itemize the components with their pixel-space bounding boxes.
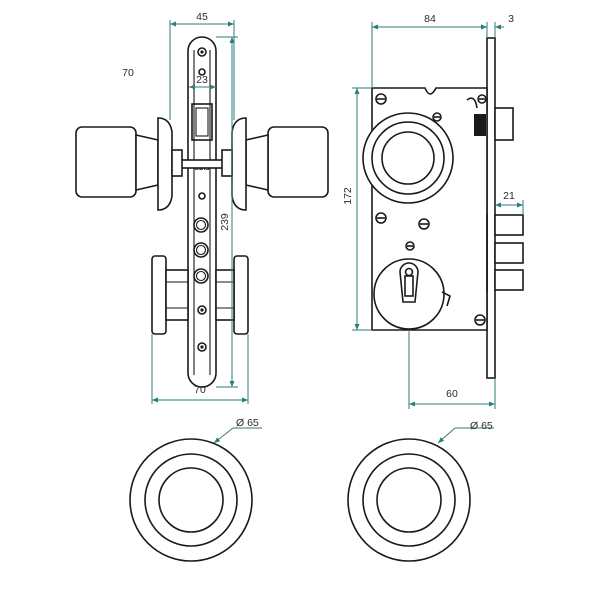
- front-view: ODIS: [75, 36, 329, 388]
- dim-case-height: 172: [342, 187, 354, 205]
- cylinder-hub: [373, 258, 451, 330]
- dim-plate-width: 45: [196, 11, 208, 23]
- dim-faceplate-thickness: 3: [508, 13, 514, 25]
- right-knob: [221, 117, 329, 211]
- dim-knob-projection: 70: [122, 67, 134, 79]
- dimensions: 45 70 23 239 70 84 3 172 21: [122, 11, 524, 444]
- dim-case-width: 84: [424, 13, 436, 25]
- dim-overall-width: 70: [194, 384, 206, 396]
- dim-rosette-right: Ø 65: [470, 420, 493, 432]
- rosette-left: [129, 438, 253, 562]
- faceplate-strip: [486, 37, 496, 379]
- dim-bolt-projection: 21: [503, 190, 515, 202]
- dim-backset: 60: [446, 388, 458, 400]
- dim-hole-spacing: 23: [196, 74, 208, 86]
- lower-rosettes: [151, 255, 249, 335]
- latch-bolt: [494, 107, 514, 141]
- dim-plate-height: 239: [219, 213, 231, 231]
- deadbolts: [486, 214, 524, 292]
- rosette-right: [347, 438, 471, 562]
- brand-label: ODIS: [194, 166, 209, 172]
- left-knob: [75, 117, 183, 211]
- dim-rosette-left: Ø 65: [236, 417, 259, 429]
- follower-hub: [362, 112, 454, 204]
- lock-body-view: [362, 37, 524, 379]
- front-plate: [187, 36, 217, 388]
